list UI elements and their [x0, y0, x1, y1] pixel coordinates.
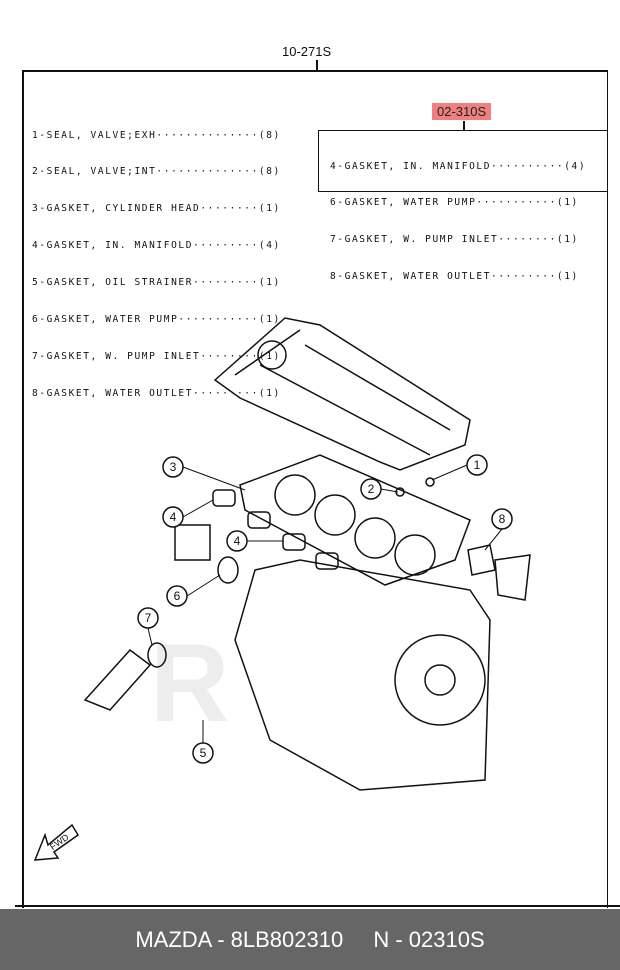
part-row: 6-GASKET, WATER PUMP···········(1) [330, 197, 579, 209]
part-row: 2-SEAL, VALVE;INT··············(8) [32, 166, 281, 178]
intake-gasket [247, 511, 271, 529]
svg-text:4: 4 [234, 534, 241, 548]
forward-arrow-icon [33, 823, 80, 861]
svg-text:6: 6 [174, 589, 181, 603]
svg-text:7: 7 [145, 611, 152, 625]
part-row: 1-SEAL, VALVE;EXH··············(8) [32, 129, 281, 141]
bore [394, 534, 436, 576]
cylinder-head-gasket [239, 454, 471, 586]
callout-4: 4 [226, 530, 248, 552]
bore [354, 517, 396, 559]
svg-text:5: 5 [200, 746, 207, 760]
flywheel [394, 634, 486, 726]
valve-seal [425, 477, 435, 487]
sub-kit-leader [463, 121, 465, 131]
callout-2: 2 [360, 478, 382, 500]
head-cover-ridge [234, 329, 451, 456]
callout-5: 5 [192, 742, 214, 764]
callout-6: 6 [166, 585, 188, 607]
svg-text:8: 8 [499, 512, 506, 526]
svg-text:2: 2 [368, 482, 375, 496]
callout-8: 8 [491, 508, 513, 530]
kit-number: 10-271S [282, 44, 332, 59]
head-cover [213, 317, 471, 471]
kit-code: N - 02310S [373, 927, 485, 952]
part-row: 5-GASKET, OIL STRAINER·········(1) [32, 277, 281, 289]
part-row: 4-GASKET, IN. MANIFOLD··········(4) [330, 160, 587, 172]
callout-7: 7 [137, 607, 159, 629]
callout-1: 1 [466, 454, 488, 476]
intake-gasket [282, 533, 306, 551]
kit-parts-list: 1-SEAL, VALVE;EXH··············(8) 2-SEA… [32, 105, 281, 412]
brand-part-number: MAZDA - 8LB802310 [135, 927, 344, 952]
diagram-frame [22, 70, 608, 908]
footer-bar: MAZDA - 8LB802310 N - 02310S [0, 909, 620, 970]
part-row: 7-GASKET, W. PUMP INLET········(1) [32, 350, 281, 362]
callout-4: 4 [162, 506, 184, 528]
water-outlet-gasket [467, 544, 496, 576]
svg-text:3: 3 [170, 460, 177, 474]
watermark-logo: R [150, 622, 232, 745]
engine-block [234, 559, 491, 791]
part-row: 6-GASKET, WATER PUMP···········(1) [32, 314, 281, 326]
part-row: 3-GASKET, CYLINDER HEAD········(1) [32, 203, 281, 215]
oil-cap [257, 340, 287, 370]
bore [314, 494, 356, 536]
water-pump-gasket [217, 556, 239, 584]
callout-3: 3 [162, 456, 184, 478]
part-row: 4-GASKET, IN. MANIFOLD·········(4) [32, 240, 281, 252]
sub-kit-number: 02-310S [432, 103, 492, 120]
svg-text:1: 1 [474, 458, 481, 472]
water-pump [174, 524, 211, 561]
pump-inlet-gasket [147, 642, 167, 668]
sub-kit-box [318, 130, 608, 192]
part-row: 8-GASKET, WATER OUTLET·········(1) [330, 271, 579, 283]
kit-number-leader [316, 60, 318, 71]
pump-inlet [83, 648, 152, 711]
engine-exploded-view: FWD 1 2 3 4 4 8 6 7 5 [33, 317, 531, 861]
part-row: 8-GASKET, WATER OUTLET·········(1) [32, 387, 281, 399]
water-outlet [494, 554, 531, 601]
svg-text:4: 4 [170, 510, 177, 524]
sub-kit-parts-list: 4-GASKET, IN. MANIFOLD··········(4) 6-GA… [330, 136, 586, 296]
intake-gasket [315, 552, 339, 570]
bottom-rule [15, 905, 620, 907]
bore [274, 474, 316, 516]
part-row: 7-GASKET, W. PUMP INLET········(1) [330, 234, 579, 246]
intake-gasket [212, 489, 236, 507]
